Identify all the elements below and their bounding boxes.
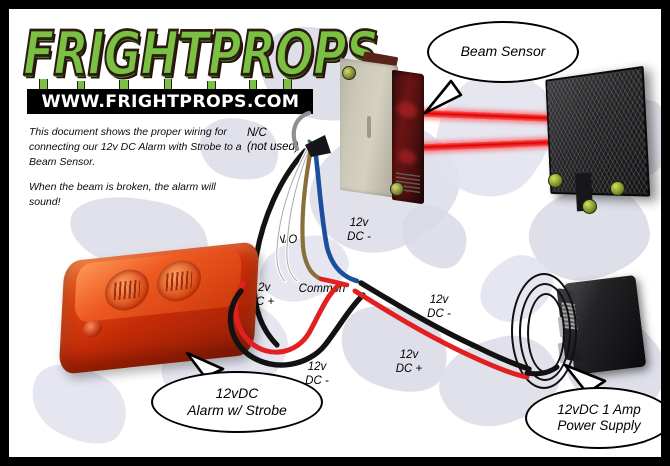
wire-alarm-red: [232, 280, 342, 355]
wire-common-brown: [300, 146, 324, 282]
wire-sensor-blue: [312, 145, 360, 284]
website-url-text: WWW.FRIGHTPROPS.COM: [41, 91, 299, 112]
intro-description: This document shows the proper wiring fo…: [29, 125, 247, 220]
callout-alarm: 12vDC Alarm w/ Strobe: [151, 371, 323, 433]
wire-psu-cord-tail: [524, 364, 560, 377]
diagram-canvas: FRIGHTPROPS WWW.FRIGHTPROPS.COM This doc…: [9, 9, 661, 457]
psu-cord-coil-2: [519, 283, 571, 381]
logo-wordmark: FRIGHTPROPS: [22, 17, 380, 90]
callout-tail-beam-sensor: [423, 79, 463, 115]
label-psu-dc-positive: 12v DC +: [395, 349, 423, 375]
wiring-harness-foreground: [227, 276, 560, 380]
reflector-screw-bottom: [582, 199, 597, 214]
intro-paragraph-2: When the beam is broken, the alarm will …: [29, 180, 216, 208]
wire-psu-black: [358, 280, 532, 372]
intro-paragraph-1: This document shows the proper wiring fo…: [29, 126, 242, 168]
wire-junction-brown-red: [318, 276, 350, 288]
frightprops-logo: FRIGHTPROPS WWW.FRIGHTPROPS.COM: [21, 17, 380, 122]
label-psu-dc-negative: 12v DC -: [427, 294, 451, 320]
wire-nc-grey: [291, 110, 312, 152]
wire-bundle-boot: [305, 135, 331, 157]
callout-power-supply: 12vDC 1 Amp Power Supply: [525, 387, 661, 449]
reflector-screw-right: [610, 181, 625, 196]
wiring-harness: [251, 110, 360, 348]
reflector-screw-left: [548, 173, 563, 188]
wire-alarm-black: [227, 288, 366, 368]
label-sensor-dc-negative: 12v DC -: [347, 217, 371, 243]
sensor-screw-top: [342, 66, 356, 80]
beam-sensor-device: [334, 51, 426, 205]
label-alarm-dc-negative: 12v DC -: [305, 361, 329, 387]
sensor-screw-bottom: [390, 182, 404, 196]
callout-beam-sensor: Beam Sensor: [427, 21, 579, 83]
callout-tails: [185, 79, 607, 395]
label-nc-not-used: N/C (not used): [247, 127, 299, 153]
website-url-banner: WWW.FRIGHTPROPS.COM: [27, 89, 313, 114]
wire-psu-red: [352, 288, 530, 380]
reflector-panel-device: [536, 65, 661, 214]
psu-cord-coil-1: [511, 273, 577, 389]
